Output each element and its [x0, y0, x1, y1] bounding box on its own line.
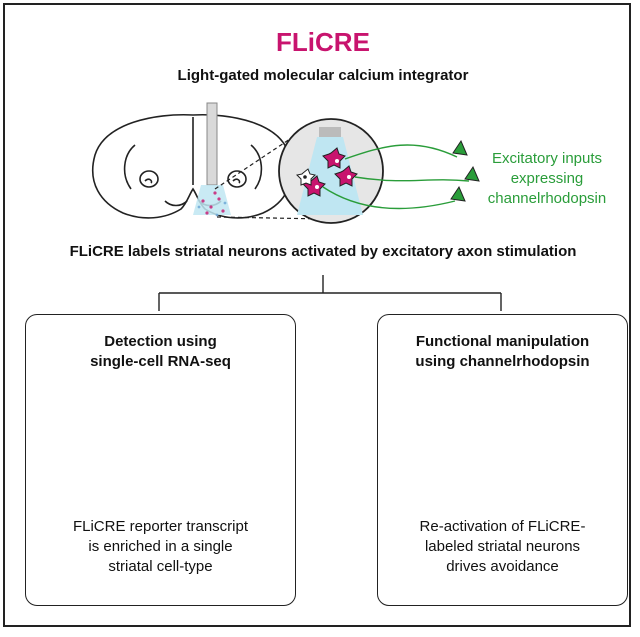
inputs-label-line3: channelrhodopsin: [487, 190, 607, 207]
excitatory-axons: [322, 144, 470, 210]
panel-manipulation-title-line2: using channelrhodopsin: [415, 353, 590, 370]
zoom-inset-icon: [278, 118, 384, 224]
inputs-label-line1: Excitatory inputs: [491, 150, 603, 167]
panel-manipulation: Functional manipulation using channelrho…: [377, 314, 628, 606]
panel-rna-seq-body: FLiCRE reporter transcript is enriched i…: [26, 517, 295, 577]
panel-rna-seq-title-line1: Detection using: [104, 333, 217, 350]
panel-manipulation-body-line1: Re-activation of FLiCRE-: [419, 518, 586, 535]
inputs-label: Excitatory inputs expressing channelrhod…: [467, 149, 627, 209]
panel-manipulation-body-line3: drives avoidance: [446, 558, 559, 575]
panel-manipulation-body: Re-activation of FLiCRE- labeled striata…: [378, 517, 627, 577]
figure-subtitle: Light-gated molecular calcium integrator: [177, 67, 469, 84]
panel-manipulation-title-line1: Functional manipulation: [415, 333, 590, 350]
panel-rna-seq-title-line2: single-cell RNA-seq: [90, 353, 231, 370]
panel-manipulation-title: Functional manipulation using channelrho…: [378, 333, 627, 370]
panel-rna-seq-title: Detection using single-cell RNA-seq: [26, 333, 295, 370]
labeled-neurons-dots-icon: [201, 191, 225, 215]
panel-manipulation-body-line2: labeled striatal neurons: [424, 538, 581, 555]
panel-rna-seq-body-line3: striatal cell-type: [108, 558, 213, 575]
figure-title: FLiCRE: [276, 27, 370, 57]
brain-section-icon: [91, 113, 293, 219]
branch-connector: [158, 275, 502, 311]
light-cone-icon: [193, 185, 231, 215]
panel-rna-seq: Detection using single-cell RNA-seq FLiC…: [25, 314, 296, 606]
main-finding-headline: FLiCRE labels striatal neurons activated…: [69, 243, 577, 260]
inputs-label-line2: expressing: [510, 170, 584, 187]
panel-rna-seq-body-line2: is enriched in a single: [88, 538, 233, 555]
graphical-abstract-frame: FLiCRE Light-gated molecular calcium int…: [3, 3, 631, 627]
channelrhodopsin-neuron-icon: [450, 139, 480, 202]
panel-rna-seq-body-line1: FLiCRE reporter transcript: [72, 518, 249, 535]
optic-fiber-icon: [206, 102, 218, 186]
